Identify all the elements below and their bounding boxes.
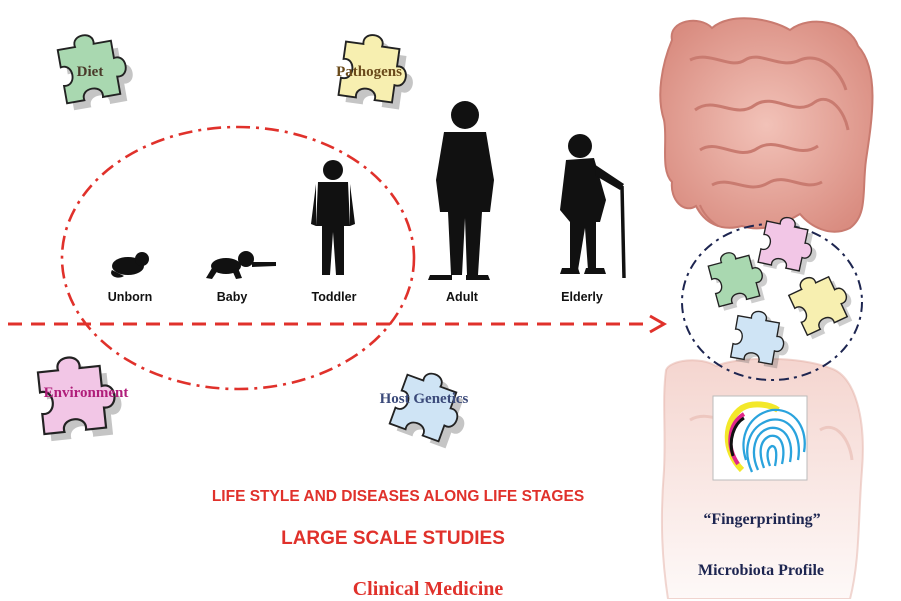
fingerprint-icon: [742, 408, 806, 473]
baby-silhouette: [206, 251, 276, 279]
timeline-arrow: [8, 314, 668, 334]
stage-label-elderly: Elderly: [561, 290, 603, 304]
fingerprint-card: [712, 395, 808, 481]
early-life-ellipse: [60, 125, 416, 391]
host-genetics-puzzle-piece: [388, 364, 476, 452]
large-scale-caption: LARGE SCALE STUDIES: [281, 528, 505, 549]
microbiota-profile-label: Microbiota Profile: [697, 562, 825, 579]
unborn-silhouette: [111, 252, 149, 278]
environment-label: Environment: [43, 385, 129, 401]
stage-label-toddler: Toddler: [311, 290, 357, 304]
life-style-caption: LIFE STYLE AND DISEASES ALONG LIFE STAGE…: [211, 488, 585, 505]
microbiota-puzzle-cluster: [705, 212, 860, 370]
host-genetics-label: Host Genetics: [379, 391, 469, 407]
pathogens-label: Pathogens: [336, 64, 402, 80]
toddler-silhouette: [311, 160, 355, 275]
adult-silhouette: [428, 101, 494, 280]
elderly-silhouette: [560, 134, 626, 279]
intestine-illustration: [659, 17, 874, 233]
stage-label-unborn: Unborn: [107, 290, 153, 304]
clinical-medicine-caption: Clinical Medicine: [352, 578, 504, 600]
fingerprinting-label: “Fingerprinting”: [703, 511, 821, 528]
stage-label-adult: Adult: [446, 290, 478, 304]
diet-label: Diet: [76, 64, 104, 80]
stage-label-baby: Baby: [216, 290, 248, 304]
